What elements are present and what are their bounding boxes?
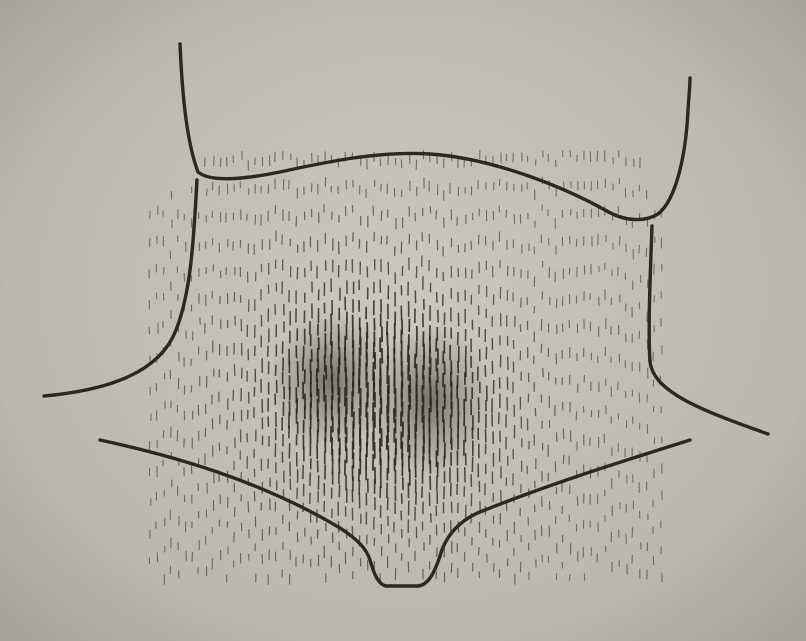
paper-vignette <box>0 0 806 641</box>
scanned-page <box>0 0 806 641</box>
torso-hatch-figure <box>0 0 806 641</box>
